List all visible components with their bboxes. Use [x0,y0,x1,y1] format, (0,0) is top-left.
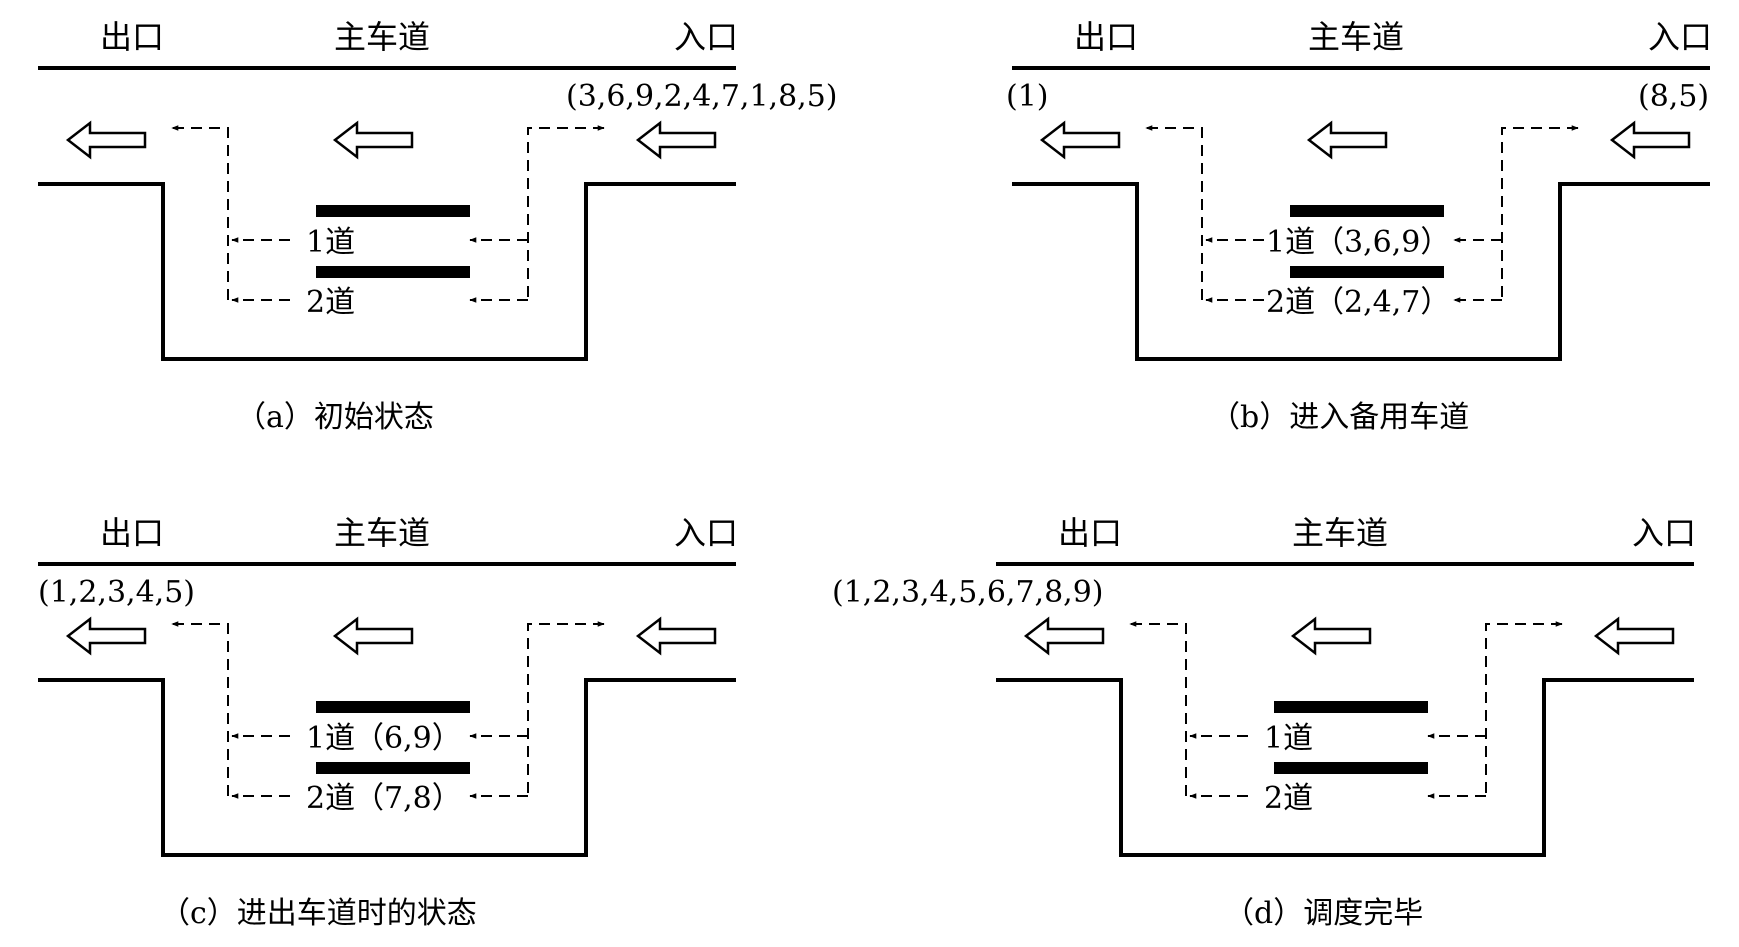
entrance-queue: (3,6,9,2,4,7,1,8,5) [566,79,837,114]
dashed-path-exit-upper [171,621,229,796]
dashed-path-entrance-upper [1501,125,1579,300]
lane-divider-bottom [1274,762,1428,774]
road-bottom-edge [38,182,736,361]
road-bottom-edge [996,678,1694,857]
dashed-path-entrance-upper [527,125,605,300]
exit-queue: (1) [1006,79,1049,114]
caption: （d）调度完毕 [1224,896,1423,931]
lane-divider-top [1290,205,1444,217]
hollow-arrow [1039,120,1121,160]
label-exit: 出口 [1074,18,1138,56]
hollow-arrow [1593,616,1675,656]
label-entrance: 入口 [674,18,738,56]
label-main-road: 主车道 [1308,18,1404,56]
label-main-road: 主车道 [334,514,430,552]
hollow-arrow [635,120,717,160]
lane-divider-bottom [316,762,470,774]
label-entrance: 入口 [674,514,738,552]
label-exit: 出口 [100,514,164,552]
hollow-arrow [65,120,147,160]
road-bottom-edge [1012,182,1710,361]
lane-2-label: 2道 [1266,285,1315,320]
panel-a: 出口 主车道 入口 (3,6,9,2,4,7,1,8,5) 1道 2道 （a）初… [38,18,837,435]
lane-2-label: 2道 [306,285,355,320]
dashed-path-exit-upper [1145,125,1203,300]
road-bottom-edge [38,678,736,857]
lane-divider-top [316,205,470,217]
lane-divider-top [316,701,470,713]
lane-2-label: 2道 [306,781,355,816]
lane-2-cars: （2,4,7） [1314,285,1450,320]
label-entrance: 入口 [1632,514,1696,552]
lane-divider-bottom [1290,266,1444,278]
lane-1-label: 1道 [1264,721,1313,756]
panel-b: 出口 主车道 入口 (8,5) (1) 1道 （3,6,9） 2道 （2,4,7… [1006,18,1712,435]
lane-1-cars: （6,9） [354,721,462,756]
panel-c: 出口 主车道 入口 (1,2,3,4,5) 1道 （6,9） 2道 （7,8） … [38,514,738,931]
lane-1-label: 1道 [306,721,355,756]
hollow-arrow [1290,616,1372,656]
hollow-arrow [65,616,147,656]
label-exit: 出口 [100,18,164,56]
hollow-arrow [1609,120,1691,160]
lane-2-label: 2道 [1264,781,1313,816]
lane-1-label: 1道 [1266,225,1315,260]
lane-divider-top [1274,701,1428,713]
label-main-road: 主车道 [1292,514,1388,552]
dashed-path-exit-upper [171,125,229,300]
entrance-queue: (8,5) [1638,79,1709,114]
hollow-arrow [1023,616,1105,656]
dashed-path-entrance-upper [1485,621,1563,796]
hollow-arrow [1306,120,1388,160]
hollow-arrow [635,616,717,656]
lane-divider-bottom [316,266,470,278]
caption: （c）进出车道时的状态 [160,896,477,931]
panel-d: 出口 主车道 入口 (1,2,3,4,5,6,7,8,9) 1道 2道 （d）调… [832,514,1696,931]
label-main-road: 主车道 [334,18,430,56]
hollow-arrow [332,616,414,656]
hollow-arrow [332,120,414,160]
caption: （a）初始状态 [236,400,434,435]
label-entrance: 入口 [1648,18,1712,56]
lane-2-cars: （7,8） [354,781,462,816]
dashed-path-exit-upper [1129,621,1187,796]
label-exit: 出口 [1058,514,1122,552]
lane-1-cars: （3,6,9） [1314,225,1450,260]
exit-queue: (1,2,3,4,5,6,7,8,9) [832,575,1103,610]
exit-queue: (1,2,3,4,5) [38,575,195,610]
lane-1-label: 1道 [306,225,355,260]
dashed-path-entrance-upper [527,621,605,796]
caption: （b）进入备用车道 [1210,400,1469,435]
